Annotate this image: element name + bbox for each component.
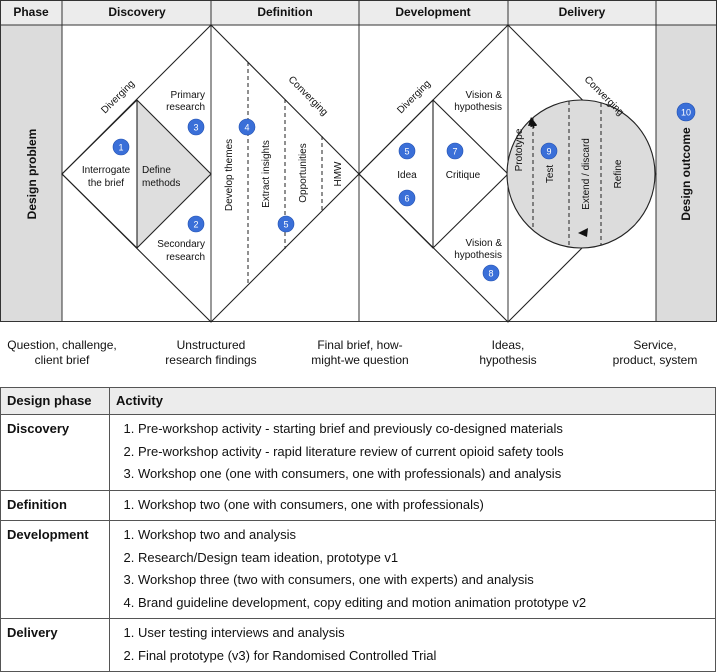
table-row: Definition Workshop two (one with consum… (0, 489, 716, 521)
activity-list: User testing interviews and analysis Fin… (120, 622, 705, 667)
critique-label: Critique (446, 170, 481, 181)
svg-text:9: 9 (546, 147, 551, 157)
double-diamond-diagram: Phase Discovery Definition Development D… (0, 0, 717, 367)
list-item: User testing interviews and analysis (138, 622, 705, 645)
svg-text:3: 3 (193, 123, 198, 133)
list-item: Workshop two (one with consumers, one wi… (138, 494, 705, 517)
design-problem-column-bg (0, 25, 62, 322)
list-item: Pre-workshop activity - rapid literature… (138, 441, 705, 464)
badge-10: 10 (676, 102, 696, 122)
badge-5: 5 (277, 215, 295, 233)
bottom-label-problem: Question, challenge,client brief (7, 338, 116, 367)
prototype-label: Prototype (514, 128, 525, 171)
diverging-label: Diverging (395, 78, 433, 116)
svg-text:5: 5 (283, 220, 288, 230)
header-delivery: Delivery (559, 5, 606, 19)
activity-list: Workshop two and analysis Research/Desig… (120, 524, 705, 614)
column-header-activity: Activity (109, 387, 716, 415)
badge-5: 5 (398, 142, 416, 160)
opportunities-label: Opportunities (298, 143, 309, 202)
iteration-loop (506, 99, 656, 249)
develop-themes-label: Develop themes (224, 139, 235, 211)
badge-7: 7 (446, 142, 464, 160)
list-item: Workshop one (one with consumers, one wi… (138, 463, 705, 486)
svg-text:5: 5 (404, 147, 409, 157)
activity-cell: Pre-workshop activity - starting brief a… (109, 414, 716, 491)
phase-cell: Delivery (0, 618, 110, 672)
hmw-label: HMW (333, 161, 344, 187)
badge-4: 4 (238, 118, 256, 136)
header-discovery: Discovery (108, 5, 166, 19)
idea-label: Idea (397, 170, 417, 181)
phase-cell: Development (0, 520, 110, 619)
phase-cell: Definition (0, 489, 110, 521)
activity-list: Pre-workshop activity - starting brief a… (120, 418, 705, 486)
activity-cell: User testing interviews and analysis Fin… (109, 618, 716, 672)
svg-text:10: 10 (681, 108, 691, 118)
svg-text:1: 1 (118, 143, 123, 153)
list-item: Final prototype (v3) for Randomised Cont… (138, 645, 705, 668)
bottom-label-outcome: Service,product, system (613, 338, 698, 367)
table-row: Development Workshop two and analysis Re… (0, 520, 716, 619)
extend-discard-label: Extend / discard (581, 138, 592, 210)
svg-text:2: 2 (193, 220, 198, 230)
loop-arrow-bottom-head (578, 228, 588, 237)
activity-cell: Workshop two (one with consumers, one wi… (109, 489, 716, 521)
badge-9: 9 (540, 142, 558, 160)
diverging-label: Diverging (99, 78, 137, 116)
bottom-label-ideas: Ideas,hypothesis (479, 338, 536, 367)
table-row: Discovery Pre-workshop activity - starti… (0, 414, 716, 491)
badge-3: 3 (187, 118, 205, 136)
column-header-design-phase: Design phase (0, 387, 110, 415)
svg-text:4: 4 (244, 123, 249, 133)
vision-hypothesis-top-label: Vision &hypothesis (454, 90, 502, 113)
badge-1: 1 (112, 138, 130, 156)
svg-text:6: 6 (404, 194, 409, 204)
activity-table: Design phase Activity Discovery Pre-work… (0, 387, 716, 672)
define-methods-shade (137, 100, 211, 248)
loop-arrow-top-head (528, 117, 537, 126)
table-row: Delivery User testing interviews and ana… (0, 618, 716, 672)
extract-insights-label: Extract insights (261, 140, 272, 208)
svg-text:7: 7 (452, 147, 457, 157)
list-item: Workshop three (two with consumers, one … (138, 569, 705, 592)
phase-cell: Discovery (0, 414, 110, 491)
table-header-row: Design phase Activity (0, 387, 716, 415)
header-development: Development (395, 5, 470, 19)
test-label: Test (545, 165, 556, 184)
bottom-label-brief: Final brief, how-might-we question (311, 338, 408, 367)
list-item: Workshop two and analysis (138, 524, 705, 547)
converging-label: Converging (286, 74, 330, 118)
vision-hypothesis-bottom-label: Vision &hypothesis (454, 238, 502, 261)
design-outcome-label: Design outcome (679, 127, 693, 221)
diamond-solution (358, 24, 657, 323)
svg-text:8: 8 (488, 269, 493, 279)
refine-label: Refine (613, 159, 624, 188)
design-problem-label: Design problem (25, 129, 39, 220)
header-definition: Definition (257, 5, 312, 19)
design-outcome-column-bg (656, 25, 717, 322)
list-item: Brand guideline development, copy editin… (138, 592, 705, 615)
inner-diamond-discovery (61, 99, 212, 249)
badge-8: 8 (482, 264, 500, 282)
activity-cell: Workshop two and analysis Research/Desig… (109, 520, 716, 619)
badge-6: 6 (398, 189, 416, 207)
activity-list: Workshop two (one with consumers, one wi… (120, 494, 705, 517)
list-item: Pre-workshop activity - starting brief a… (138, 418, 705, 441)
badge-2: 2 (187, 215, 205, 233)
header-phase: Phase (13, 5, 49, 19)
list-item: Research/Design team ideation, prototype… (138, 547, 705, 570)
